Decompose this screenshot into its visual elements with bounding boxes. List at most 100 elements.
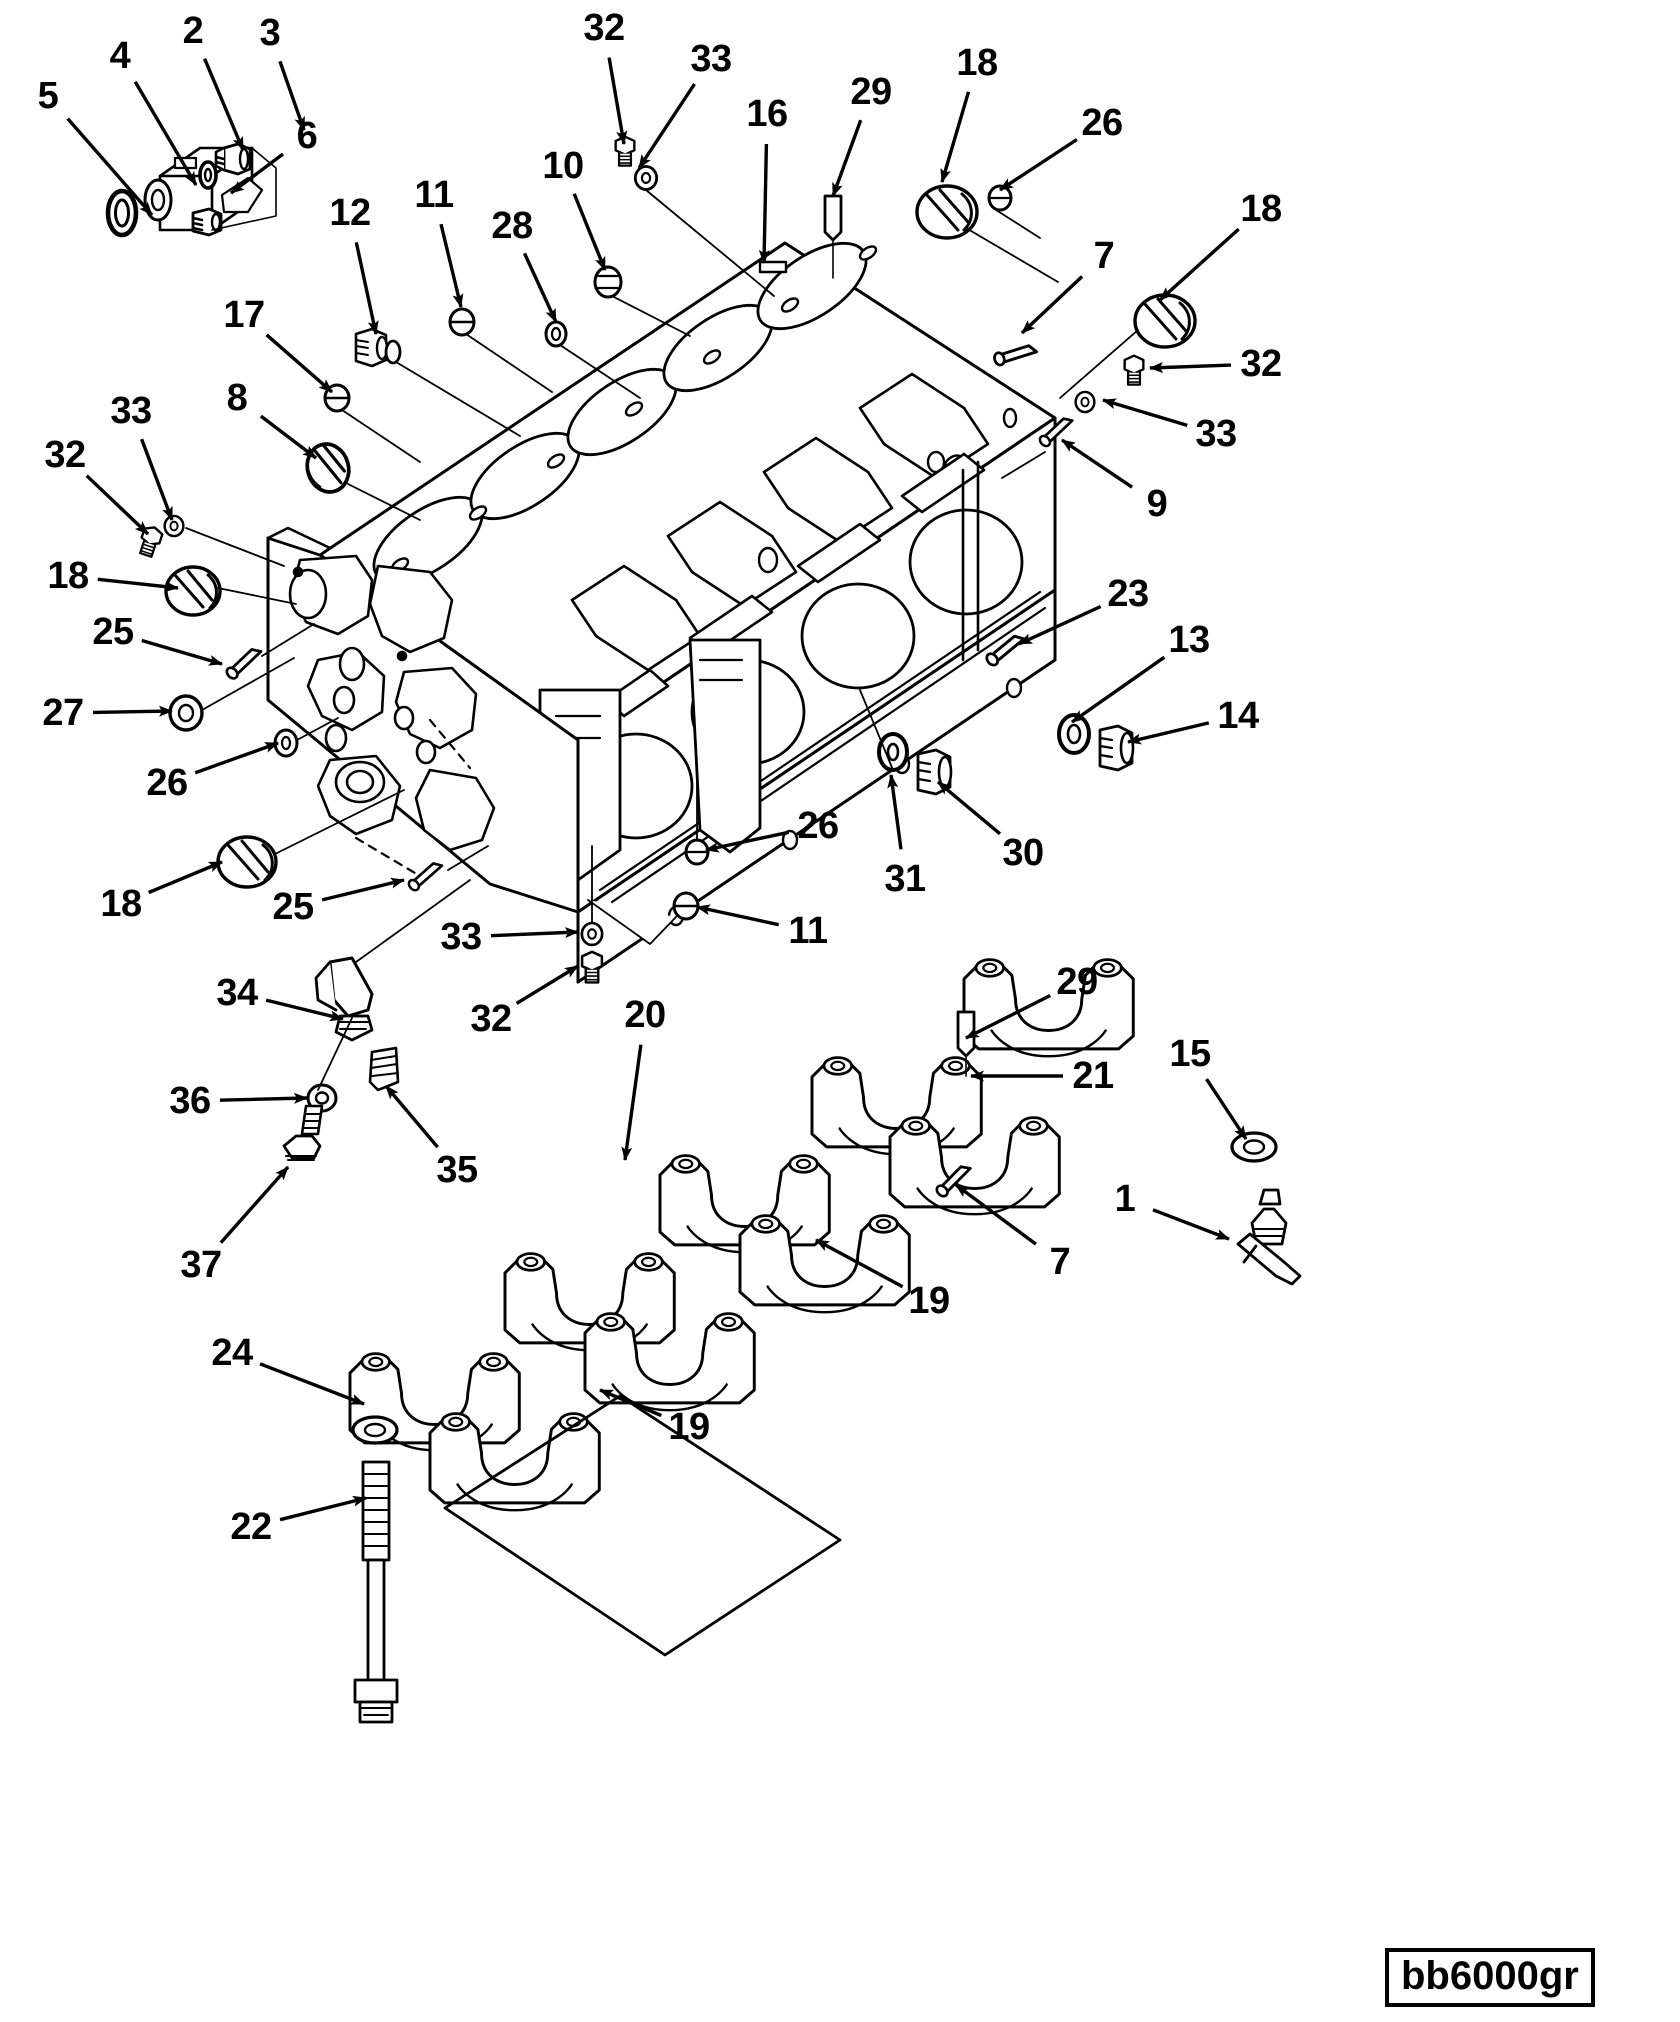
callout-number-21: 21 [1072,1055,1114,1097]
leader-line-19 [815,1238,904,1289]
leader-line-24 [259,1362,365,1406]
leader-line-11 [439,223,464,308]
callout-number-1: 1 [1114,1178,1136,1220]
callout-number-31: 31 [884,858,926,900]
leader-line-18 [97,577,179,593]
callout-number-3: 3 [259,12,281,54]
leader-line-7 [954,1183,1037,1246]
callout-number-33: 33 [690,38,732,80]
leader-line-11 [696,904,780,927]
leader-line-33 [1102,398,1188,428]
leader-line-35 [384,1084,439,1149]
callout-number-8: 8 [226,377,248,419]
leader-line-12 [354,241,379,335]
leader-line-8 [259,414,318,460]
leader-line-26 [999,138,1078,192]
callout-number-16: 16 [746,93,788,135]
leader-line-25 [321,877,405,902]
leader-line-10 [572,193,607,271]
callout-number-2: 2 [182,10,204,52]
callout-number-34: 34 [216,972,258,1014]
leader-line-33 [637,83,696,169]
leader-line-25 [141,638,223,666]
leader-line-33 [140,438,174,521]
callout-leader-lines [66,57,1248,1522]
leader-line-32 [515,964,579,1005]
callout-number-19: 19 [908,1280,950,1322]
leader-line-19 [599,1388,662,1418]
leader-line-36 [219,1092,308,1104]
callout-number-6: 6 [296,115,318,157]
callout-number-10: 10 [542,145,584,187]
leader-line-29 [831,119,863,197]
leader-line-4 [133,80,198,186]
leader-line-1 [1152,1208,1230,1241]
leader-line-27 [92,705,173,717]
callout-number-35: 35 [436,1149,478,1191]
leader-line-7 [1020,275,1084,335]
callout-number-19: 19 [668,1406,710,1448]
callout-number-32: 32 [1240,343,1282,385]
figure-id-box: bb6000gr [1385,1948,1595,2007]
callout-number-27: 27 [42,692,84,734]
callout-number-33: 33 [110,390,152,432]
callout-number-15: 15 [1169,1033,1211,1075]
leader-line-32 [607,57,628,145]
callout-number-18: 18 [1240,188,1282,230]
callout-number-32: 32 [583,7,625,49]
leader-line-28 [522,252,558,323]
callout-number-32: 32 [470,998,512,1040]
callout-number-7: 7 [1093,235,1115,277]
leader-line-16 [758,143,770,264]
callout-number-4: 4 [109,35,131,77]
callout-number-11: 11 [788,910,828,952]
leader-line-32 [85,474,150,536]
callout-number-36: 36 [169,1080,211,1122]
leader-line-20 [621,1044,643,1161]
leader-line-18 [1158,227,1240,302]
leader-line-30 [936,780,1002,836]
callout-number-32: 32 [44,434,86,476]
callout-number-33: 33 [440,916,482,958]
leader-line-5 [66,117,154,217]
callout-number-17: 17 [223,294,265,336]
leader-line-6 [229,152,285,195]
callout-number-20: 20 [624,994,666,1036]
callout-number-25: 25 [92,611,134,653]
leader-line-9 [1061,438,1134,489]
leader-line-37 [219,1165,290,1244]
callout-number-18: 18 [956,42,998,84]
callout-number-22: 22 [230,1506,272,1548]
callout-number-26: 26 [146,762,188,804]
callout-number-25: 25 [272,886,314,928]
leader-line-29 [965,993,1051,1040]
callout-number-30: 30 [1002,832,1044,874]
leader-line-26 [705,830,790,853]
callout-number-13: 13 [1168,619,1210,661]
callout-number-9: 9 [1146,483,1168,525]
leader-line-33 [490,927,579,939]
leader-line-34 [265,998,344,1022]
leader-line-3 [278,60,306,131]
callout-number-14: 14 [1217,695,1259,737]
leader-line-18 [940,91,971,183]
leader-line-18 [148,860,223,895]
callout-number-24: 24 [211,1332,253,1374]
callout-number-28: 28 [491,205,533,247]
leader-line-2 [203,58,245,151]
callout-number-37: 37 [180,1244,222,1286]
callout-number-26: 26 [797,805,839,847]
leader-line-14 [1127,721,1210,745]
callout-number-23: 23 [1107,573,1149,615]
leader-line-15 [1205,1078,1248,1140]
callout-number-26: 26 [1081,102,1123,144]
callout-number-7: 7 [1049,1241,1071,1283]
callout-number-18: 18 [47,555,89,597]
callout-number-29: 29 [1056,961,1098,1003]
leader-line-31 [887,774,903,850]
leader-line-23 [1018,604,1102,646]
callout-number-12: 12 [329,192,371,234]
leader-line-22 [279,1495,367,1522]
